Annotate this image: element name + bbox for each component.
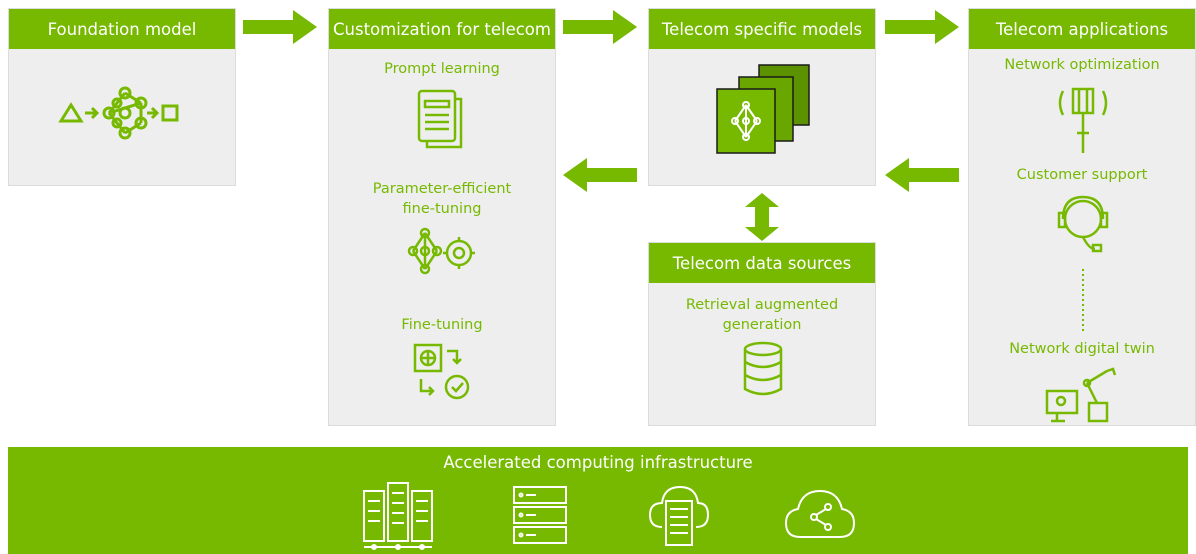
param-efficient-label-1: Parameter-efficient: [372, 181, 512, 197]
data-sources-box: Telecom data sources Retrieval augmented…: [648, 242, 876, 426]
arrow-right-2: [563, 10, 637, 44]
robot-arm-icon: [1045, 367, 1117, 423]
customer-support-label: Customer support: [1016, 167, 1148, 183]
telecom-applications-title: Telecom applications: [969, 9, 1195, 49]
telecom-applications-box: Telecom applications Network optimizatio…: [968, 8, 1196, 426]
customization-title: Customization for telecom: [329, 9, 555, 49]
foundation-model-title: Foundation model: [9, 9, 235, 49]
neural-network-icon: [58, 86, 179, 140]
headset-icon: [1057, 195, 1109, 253]
rag-label-2: generation: [722, 317, 802, 333]
database-icon: [743, 341, 783, 396]
arrow-left-2: [885, 158, 959, 192]
telecom-models-box: Telecom specific models: [648, 8, 876, 186]
customization-box: Customization for telecom Prompt learnin…: [328, 8, 556, 426]
rag-label-1: Retrieval augmented: [685, 297, 839, 313]
infrastructure-bar: Accelerated computing infrastructure: [8, 447, 1188, 554]
network-gear-icon: [407, 227, 475, 275]
arrow-left-1: [563, 158, 637, 192]
fine-tuning-label: Fine-tuning: [401, 317, 483, 333]
param-efficient-label-2: fine-tuning: [402, 201, 482, 217]
cloud-server-icon: [648, 485, 710, 546]
model-stack-icon: [716, 64, 810, 154]
server-icon: [513, 486, 567, 544]
prompt-learning-label: Prompt learning: [384, 61, 500, 77]
data-sources-title: Telecom data sources: [649, 243, 875, 283]
document-icon: [417, 89, 463, 149]
arrow-right-3: [885, 10, 959, 44]
server-rack-icon: [363, 482, 433, 550]
foundation-model-box: Foundation model: [8, 8, 236, 186]
network-digital-twin-label: Network digital twin: [1009, 341, 1155, 357]
arrow-right-1: [243, 10, 317, 44]
telecom-models-title: Telecom specific models: [649, 9, 875, 49]
network-optimization-label: Network optimization: [1004, 57, 1160, 73]
fine-tune-icon: [413, 343, 470, 400]
cell-tower-icon: [1058, 87, 1108, 153]
arrow-bidirectional: [745, 193, 779, 241]
dotted-line-icon: [1082, 269, 1084, 331]
infrastructure-title: Accelerated computing infrastructure: [443, 453, 753, 472]
cloud-network-icon: [784, 489, 856, 538]
